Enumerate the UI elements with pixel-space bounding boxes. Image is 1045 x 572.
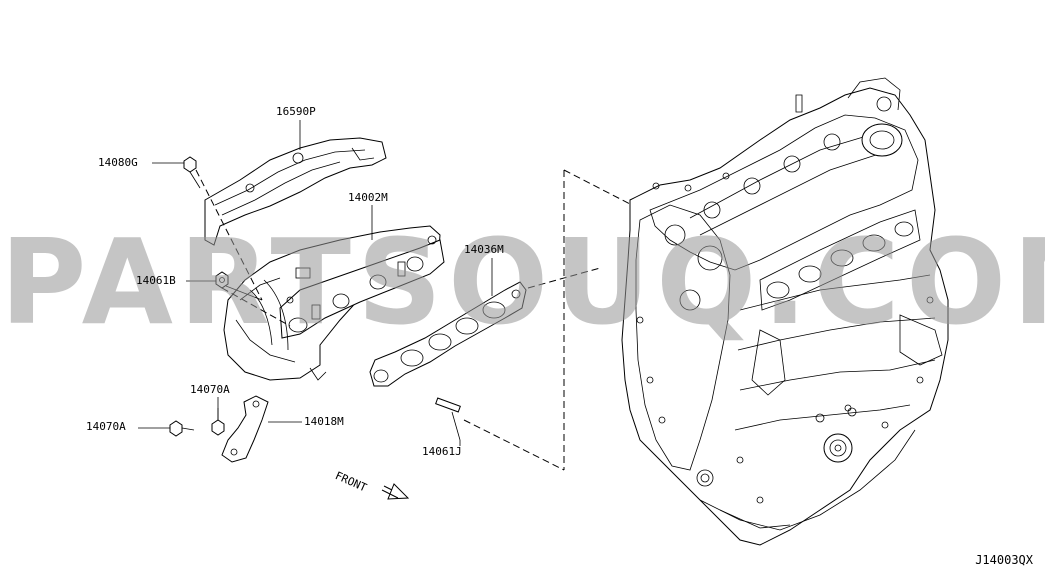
callout-14061B[interactable]: 14061B: [136, 274, 176, 287]
callout-16590P[interactable]: 16590P: [276, 105, 316, 118]
gasket-14036M[interactable]: [369, 281, 527, 387]
callout-14061J[interactable]: 14061J: [422, 445, 462, 458]
bolt-14070A-left[interactable]: [169, 420, 195, 437]
callout-14080G[interactable]: 14080G: [98, 156, 138, 169]
exhaust-manifold-14002M[interactable]: [223, 225, 445, 381]
callout-14018M[interactable]: 14018M: [304, 415, 344, 428]
callout-14070A-left[interactable]: 14070A: [86, 420, 126, 433]
callout-14036M[interactable]: 14036M: [464, 243, 504, 256]
bolt-14080G[interactable]: [183, 156, 201, 189]
heat-shield-16590P[interactable]: [204, 137, 387, 246]
leader-lines: [138, 120, 493, 446]
callout-14002M[interactable]: 14002M: [348, 191, 388, 204]
engine-block: [621, 77, 949, 546]
front-arrow: [381, 483, 410, 500]
diagram-code: J14003QX: [975, 553, 1033, 567]
assembly-dashed-lines: [195, 169, 633, 471]
bracket-14018M[interactable]: [221, 395, 269, 463]
nut-14061B[interactable]: [215, 271, 263, 301]
callout-14070A-upper[interactable]: 14070A: [190, 383, 230, 396]
stud-14061J[interactable]: [435, 397, 461, 441]
